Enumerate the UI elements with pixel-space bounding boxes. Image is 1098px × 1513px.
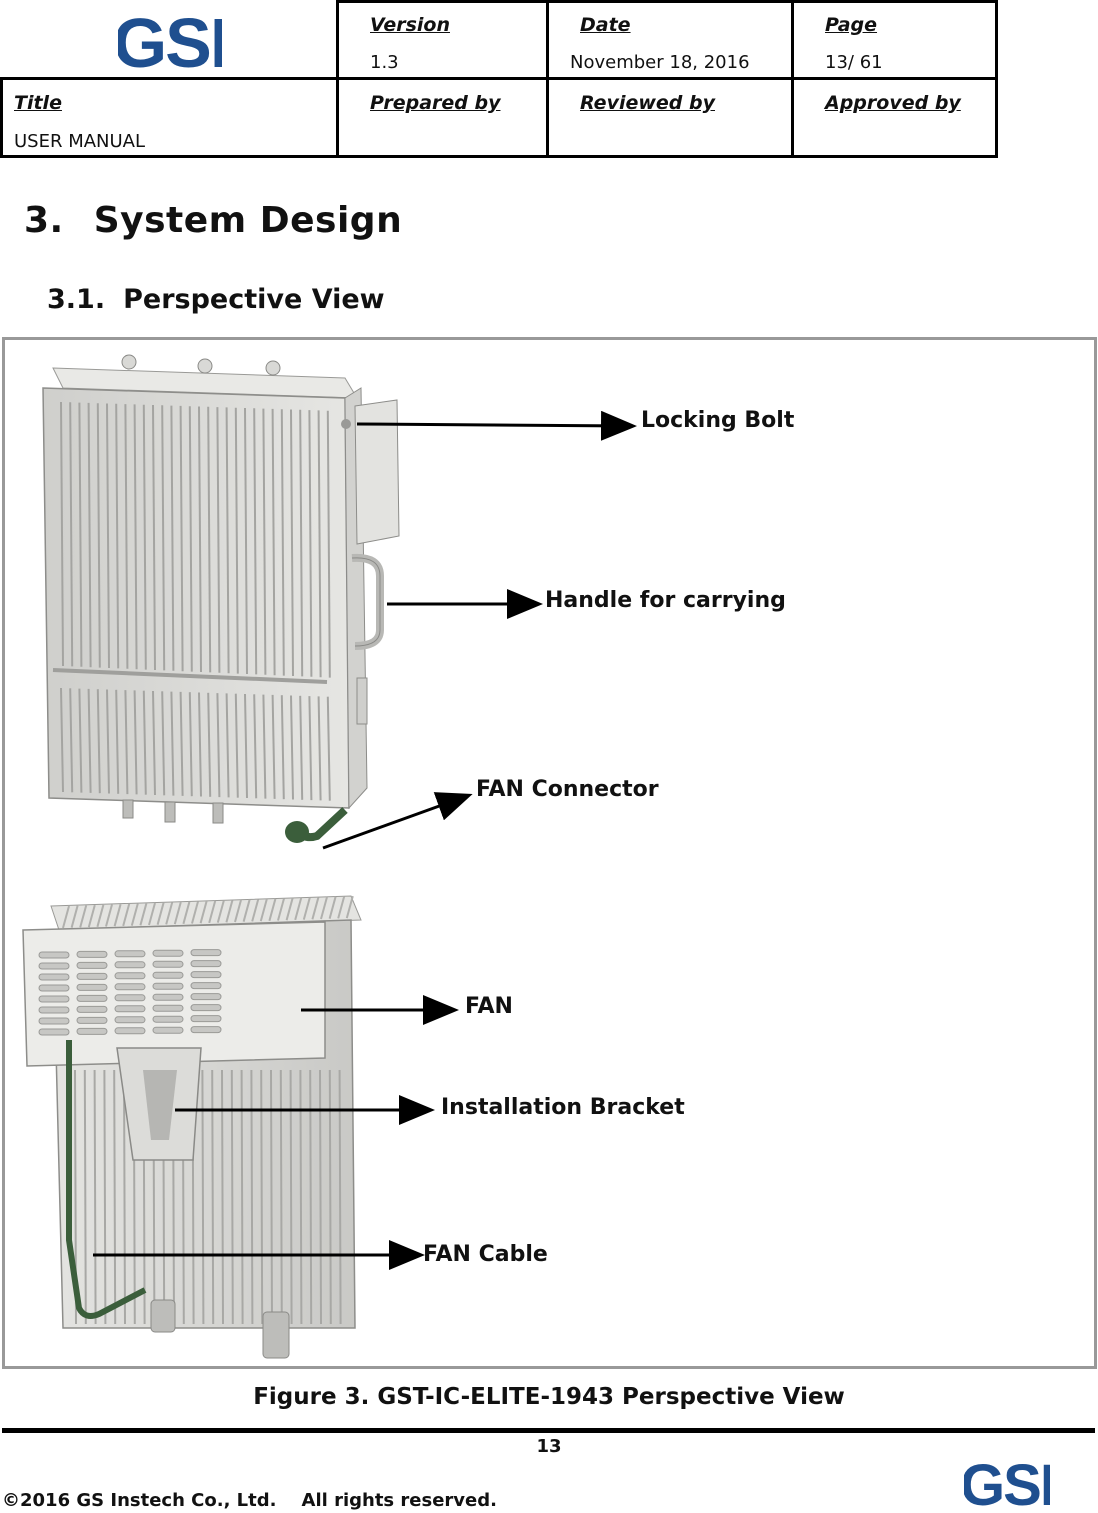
lower-unit [22,895,362,1359]
footer-divider [2,1428,1095,1433]
section-title: System Design [93,200,403,241]
arrow-fan-connector [322,792,473,850]
label-fan: FAN [465,994,513,1019]
label-fan-connector: FAN Connector [476,777,659,802]
page-cell [791,0,998,80]
approved-cell [791,77,998,158]
footer-page-number: 13 [536,1436,562,1457]
subsection-heading: 3.1. Perspective View [47,284,385,315]
page-label: Page [825,14,878,36]
footer-copyright: ©2016 GS Instech Co., Ltd. All rights re… [2,1490,497,1511]
gsi-logo-footer-icon: GSI [960,1453,1056,1513]
callout-arrows [93,410,637,1270]
label-handle: Handle for carrying [545,588,786,613]
label-locking-bolt: Locking Bolt [641,408,795,433]
title-value: USER MANUAL [14,131,146,152]
upper-unit [42,354,400,843]
date-value: November 18, 2016 [570,52,750,73]
label-fan-cable: FAN Cable [423,1242,548,1267]
version-value: 1.3 [370,52,399,73]
figure-caption: Figure 3. GST-IC-ELITE-1943 Perspective … [253,1384,845,1410]
label-installation-bracket: Installation Bracket [441,1095,685,1120]
reviewed-label: Reviewed by [580,92,715,114]
gsi-logo-text: GSI [118,10,222,70]
reviewed-cell [546,77,794,158]
approved-label: Approved by [825,92,961,114]
date-label: Date [580,14,631,36]
version-label: Version [370,14,450,36]
footer-logo: GSI [960,1453,1056,1513]
prepared-cell [336,77,549,158]
arrow-locking-bolt [356,410,637,441]
device-illustration [22,354,637,1359]
subsection-title: Perspective View [123,284,385,315]
subsection-number: 3.1. [47,284,106,315]
document-header: GSI Version 1.3 Date November 18, 2016 P… [0,0,998,158]
gsi-logo-footer-text: GSI [964,1458,1050,1508]
section-number: 3. [24,200,64,241]
version-cell [336,0,549,80]
section-heading: 3. System Design [24,200,402,241]
prepared-label: Prepared by [370,92,501,114]
gsi-logo-icon: GSI [113,4,230,82]
perspective-view-figure: Locking Bolt Handle for carrying FAN Con… [2,337,1097,1369]
header-logo: GSI [113,4,230,82]
page-value: 13/ 61 [825,52,883,73]
title-label: Title [14,92,62,114]
